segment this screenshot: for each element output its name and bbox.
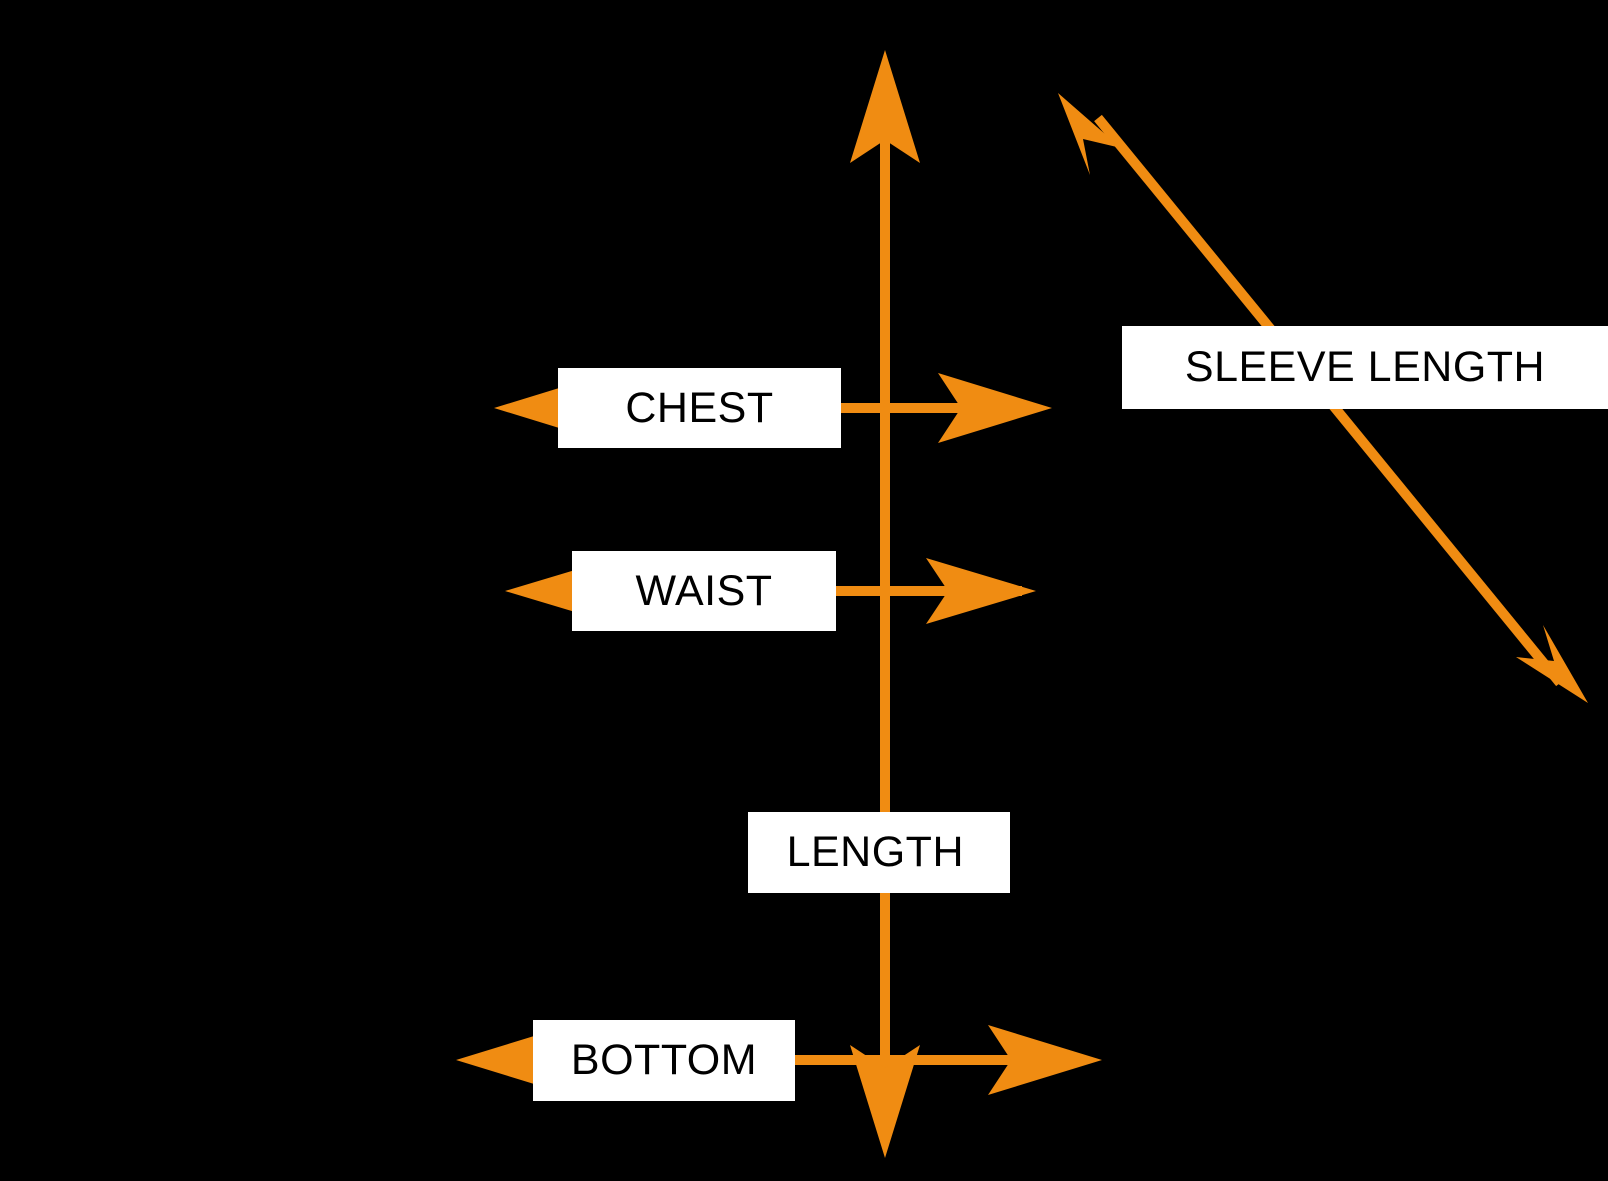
label-waist-text: WAIST [635,566,773,615]
label-sleeve-length: SLEEVE LENGTH [1122,326,1608,409]
label-sleeve-length-text: SLEEVE LENGTH [1184,343,1546,391]
label-length-text: LENGTH [786,828,964,876]
label-length: LENGTH [748,812,1010,893]
sleeve-arrow-head-lower [1516,625,1588,703]
label-bottom-text: BOTTOM [570,1036,758,1084]
label-bottom: BOTTOM [533,1020,795,1101]
sleeve-arrow-head-upper [1058,93,1121,175]
length-arrow [850,50,920,1158]
label-waist: WAIST [572,551,836,631]
waist-arrow-head-right [926,558,1036,624]
bottom-arrow-head-right [988,1025,1102,1095]
length-arrow-head-down [850,1045,920,1158]
chest-arrow-head-right [938,373,1052,443]
length-arrow-head-up [850,50,920,163]
label-chest: CHEST [558,368,841,448]
label-chest-text: CHEST [625,383,774,432]
